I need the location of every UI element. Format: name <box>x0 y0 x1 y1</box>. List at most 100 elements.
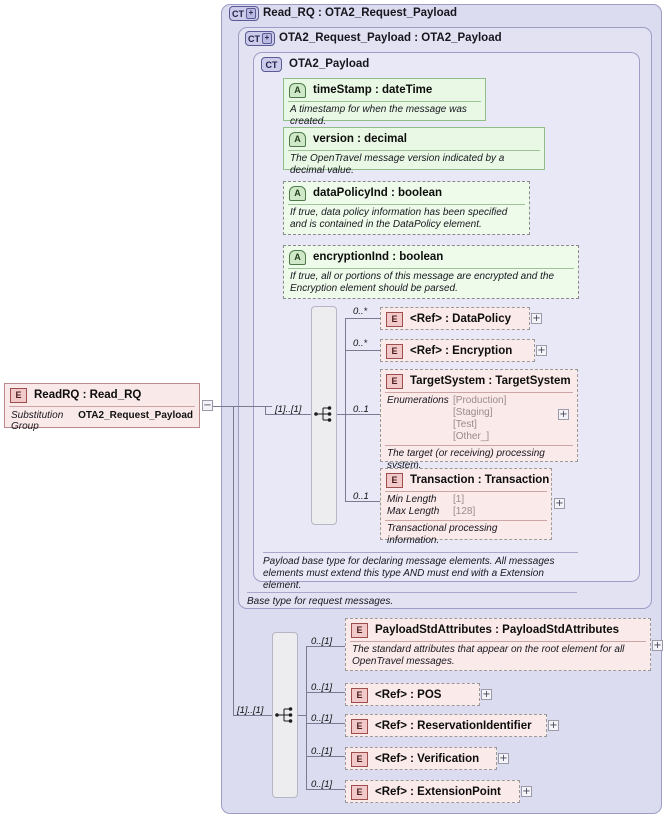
element-name: TargetSystem : TargetSystem <box>410 375 571 387</box>
sequence-icon <box>314 406 332 422</box>
expand-icon[interactable]: + <box>262 33 272 44</box>
connector-line <box>306 723 348 724</box>
collapse-toggle-readrq[interactable]: − <box>202 400 213 411</box>
cardinality-label: 0..[1] <box>311 636 333 647</box>
panel-doc-ota2-request-payload: Base type for request messages. <box>247 592 577 608</box>
connector-line <box>233 406 234 715</box>
attribute-box-version[interactable]: A version : decimal The OpenTravel messa… <box>283 127 545 176</box>
panel-title-ota2-request-payload: OTA2_Request_Payload : OTA2_Payload <box>279 32 502 44</box>
expand-toggle-verification[interactable]: + <box>498 753 509 764</box>
cardinality-label: 0..* <box>353 306 368 317</box>
element-box-pos[interactable]: E <Ref> : POS <box>345 683 480 706</box>
element-box-encryption[interactable]: E <Ref> : Encryption <box>380 339 535 362</box>
enum-value: [Staging] <box>453 407 493 418</box>
element-header: E Transaction : Transaction <box>381 469 551 491</box>
element-name: <Ref> : Verification <box>375 753 480 765</box>
ct-badge-read-rq[interactable]: CT+ <box>229 6 259 21</box>
facet-values: [Production] [Staging] [Test] [Other_] <box>453 395 506 443</box>
attribute-icon: A <box>289 249 306 265</box>
connector-line <box>306 756 348 757</box>
ct-badge-text: CT <box>265 59 278 70</box>
element-icon: E <box>386 343 403 359</box>
facet-label: Max Length <box>387 506 440 517</box>
element-facets: Min Length [1] Max Length [128] <box>385 491 547 520</box>
element-header: E TargetSystem : TargetSystem <box>381 370 577 392</box>
attribute-name: timeStamp : dateTime <box>313 84 433 96</box>
expand-toggle-datapolicy[interactable]: + <box>531 313 542 324</box>
connector-line <box>306 692 348 693</box>
element-box-targetsystem[interactable]: E TargetSystem : TargetSystem Enumeratio… <box>380 369 578 471</box>
root-element-header: E ReadRQ : Read_RQ <box>5 384 199 406</box>
element-box-transaction[interactable]: E Transaction : Transaction Min Length [… <box>380 468 552 546</box>
cardinality-label: 0..[1] <box>311 746 333 757</box>
substitution-group-value: OTA2_Request_Payload <box>78 410 193 421</box>
facet-label: Min Length <box>387 494 437 505</box>
element-name: <Ref> : Encryption <box>410 345 513 357</box>
attribute-box-datapolicyind[interactable]: A dataPolicyInd : boolean If true, data … <box>283 181 530 235</box>
panel-doc-ota2-payload: Payload base type for declaring message … <box>263 552 578 592</box>
expand-toggle-reservationidentifier[interactable]: + <box>548 720 559 731</box>
element-box-datapolicy[interactable]: E <Ref> : DataPolicy <box>380 307 530 330</box>
root-element-box-readrq[interactable]: E ReadRQ : Read_RQ Substitution Group OT… <box>4 383 200 432</box>
enum-value: [Production] <box>453 395 507 406</box>
element-header: E <Ref> : Verification <box>346 748 496 770</box>
attribute-header: A timeStamp : dateTime <box>284 79 485 101</box>
sequence-cardinality-bottom: [1]..[1] <box>237 705 264 716</box>
attribute-box-encryptionind[interactable]: A encryptionInd : boolean If true, all o… <box>283 245 579 299</box>
ct-badge-ota2-payload: CT <box>261 57 282 72</box>
element-icon: E <box>351 751 368 767</box>
element-name: PayloadStdAttributes : PayloadStdAttribu… <box>375 624 620 636</box>
element-box-verification[interactable]: E <Ref> : Verification <box>345 747 497 770</box>
panel-title-ota2-payload: OTA2_Payload <box>289 58 370 70</box>
substitution-group-row: Substitution Group OTA2_Request_Payload <box>9 406 195 435</box>
attribute-name: encryptionInd : boolean <box>313 251 444 263</box>
connector-line <box>345 350 381 351</box>
element-name: <Ref> : POS <box>375 689 442 701</box>
connector-line <box>345 318 346 501</box>
expand-toggle-extensionpoint[interactable]: + <box>521 786 532 797</box>
connector-line <box>306 646 307 789</box>
element-icon: E <box>386 311 403 327</box>
connector-line <box>242 406 272 407</box>
attribute-icon: A <box>289 82 306 98</box>
attribute-box-timestamp[interactable]: A timeStamp : dateTime A timestamp for w… <box>283 78 486 127</box>
connector-line <box>265 406 266 414</box>
element-doc: Transactional processing information. <box>385 520 547 550</box>
cardinality-label: 0..[1] <box>311 713 333 724</box>
connector-line <box>306 646 348 647</box>
element-box-reservationidentifier[interactable]: E <Ref> : ReservationIdentifier <box>345 714 547 737</box>
attribute-header: A encryptionInd : boolean <box>284 246 578 268</box>
element-box-payloadstdattributes[interactable]: E PayloadStdAttributes : PayloadStdAttri… <box>345 618 651 671</box>
element-facets: Enumerations [Production] [Staging] [Tes… <box>385 392 573 445</box>
cardinality-label: 0..[1] <box>311 779 333 790</box>
facet-row: Max Length [128] <box>387 506 545 518</box>
attribute-doc: The OpenTravel message version indicated… <box>288 150 540 180</box>
element-name: <Ref> : ExtensionPoint <box>375 786 501 798</box>
enum-value: [Test] <box>453 419 477 430</box>
ct-badge-ota2-request-payload[interactable]: CT+ <box>245 31 275 46</box>
element-header: E <Ref> : ExtensionPoint <box>346 781 519 803</box>
attribute-doc: If true, data policy information has bee… <box>288 204 525 234</box>
panel-title-read-rq: Read_RQ : OTA2_Request_Payload <box>263 7 458 19</box>
expand-icon[interactable]: + <box>246 8 256 19</box>
element-icon: E <box>351 784 368 800</box>
expand-toggle-targetsystem[interactable]: + <box>558 409 569 420</box>
attribute-icon: A <box>289 185 306 201</box>
expand-toggle-transaction[interactable]: + <box>554 498 565 509</box>
facet-row: Enumerations [Production] [Staging] [Tes… <box>387 395 571 443</box>
cardinality-label: 0..1 <box>353 491 369 502</box>
attribute-name: dataPolicyInd : boolean <box>313 187 443 199</box>
sequence-icon <box>275 707 293 723</box>
element-doc: The standard attributes that appear on t… <box>350 641 646 671</box>
expand-toggle-pos[interactable]: + <box>481 689 492 700</box>
cardinality-label: 0..* <box>353 338 368 349</box>
expand-toggle-payloadstdattributes[interactable]: + <box>652 640 663 651</box>
expand-toggle-encryption[interactable]: + <box>536 345 547 356</box>
cardinality-label: 0..[1] <box>311 682 333 693</box>
element-box-extensionpoint[interactable]: E <Ref> : ExtensionPoint <box>345 780 520 803</box>
element-icon: E <box>10 387 27 403</box>
connector-line <box>345 501 381 502</box>
element-icon: E <box>351 622 368 638</box>
sequence-cardinality-top: [1]..[1] <box>275 404 302 415</box>
element-icon: E <box>351 687 368 703</box>
